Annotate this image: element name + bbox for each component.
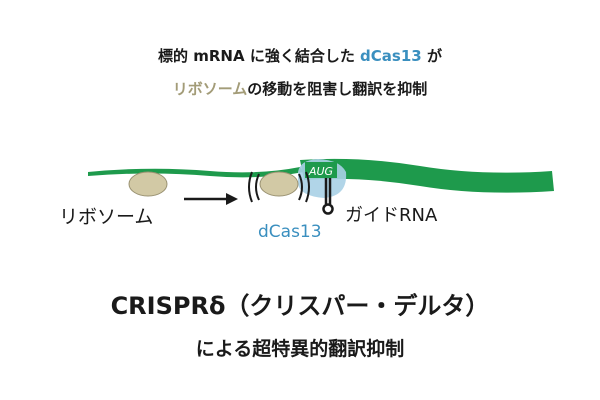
guide-rna-label: ガイドRNA [345,205,438,226]
movement-arrow-head [226,193,238,205]
ribosome-blocked [259,171,299,197]
aug-label: AUG [308,165,333,178]
vibration-mark [255,173,260,201]
headline-line-1: 標的 mRNA に強く結合した dCas13 が [0,46,600,66]
headline-line-2: リボソームの移動を阻害し翻訳を抑制 [0,79,600,99]
mrna-strand-thick [300,158,554,193]
ribosome-label: リボソーム [59,206,153,228]
main-title: CRISPRδ（クリスパー・デルタ） [110,292,490,320]
guide-rna-loop [322,203,334,215]
headline-ribosome-term: リボソーム [172,80,248,98]
vibration-mark [298,173,303,201]
vibration-mark [248,171,253,203]
headline-dcas13-term: dCas13 [360,47,422,65]
guide-rna [324,178,332,204]
headline-segment: の移動を阻害し翻訳を抑制 [247,80,428,98]
vibration-mark [305,171,310,203]
headline-segment: 標的 mRNA に強く結合した [158,47,361,65]
mechanism-diagram: AUG リボソーム dCas13 ガイドRNA [59,158,554,242]
headline-segment: が [421,47,442,65]
dcas13-label: dCas13 [258,222,322,242]
aug-box [305,162,337,178]
ribosome-start [128,171,168,197]
sub-title: による超特異的翻訳抑制 [195,338,405,360]
